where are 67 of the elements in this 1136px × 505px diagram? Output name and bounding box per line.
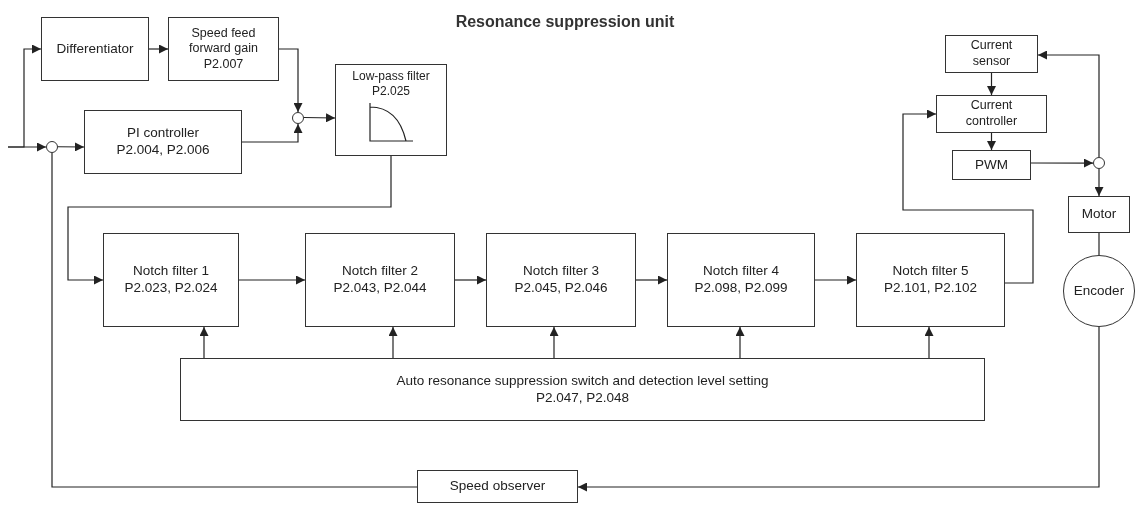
block-label: P2.023, P2.024 [124,280,218,297]
arrow [278,48,303,113]
block-box [180,358,985,421]
block-label: Notch filter 3 [523,263,599,280]
block-label: Encoder [1073,282,1125,300]
arrow [1094,168,1104,197]
arrow [902,109,1034,284]
block-label: P2.043, P2.044 [333,280,427,297]
block-label: P2.047, P2.048 [535,389,630,407]
block-label: P2.098, P2.099 [694,280,788,297]
block-label: P2.007 [203,56,244,73]
block-label: P2.004, P2.006 [116,142,210,159]
arrow [549,326,559,359]
arrow [238,275,306,285]
block-label: PI controller [127,125,199,142]
summing-junction [292,112,304,124]
block-box [41,17,149,81]
block-label: Current sensor [969,38,1014,70]
block-box [1068,196,1130,233]
block-label: P2.101, P2.102 [883,280,978,297]
arrow [67,155,392,285]
arrow [199,326,209,359]
block-label: Notch filter 5 [892,263,969,280]
arrow [987,72,996,96]
block-label: Motor [1081,206,1117,223]
arrow [388,326,398,359]
block-label: P2.025 [371,84,410,99]
arrow [735,326,745,359]
block-box [417,470,578,503]
block-box [305,233,455,327]
arrow [7,142,47,152]
block-box [945,35,1038,73]
arrow [577,326,1100,492]
arrow [303,113,336,123]
arrow [1037,50,1100,158]
block-label: Notch filter 1 [133,263,209,280]
arrow [57,142,85,152]
arrow [924,326,934,359]
summing-junction [46,141,58,153]
block-label: Current controller [964,98,1019,130]
block-label: Low-pass filter [352,69,430,84]
diagram-title: Resonance suppression unit [454,12,676,32]
block-box [103,233,239,327]
block-label: Notch filter 4 [703,263,779,280]
arrow [987,132,996,151]
block-label: Speed observer [449,478,546,495]
block-box [168,17,279,81]
block-label: Speed feed forward gain [188,25,259,57]
block-box [84,110,242,174]
block-box [486,233,636,327]
block-label: Notch filter 2 [342,263,418,280]
block-label: P2.045, P2.046 [514,280,608,297]
block-box [936,95,1047,133]
block-box [335,64,447,156]
summing-junction [1093,157,1105,169]
block-label: Differentiator [56,40,134,58]
arrow [635,275,668,285]
block-box [667,233,815,327]
block-box [856,233,1005,327]
arrow [1030,158,1094,168]
block-label: Auto resonance suppression switch and detection level setting [396,372,769,390]
block-box [952,150,1031,180]
arrow [814,275,857,285]
arrow [241,123,303,143]
arrow [454,275,487,285]
arrow [148,44,169,54]
block-label: PWM [975,156,1008,174]
